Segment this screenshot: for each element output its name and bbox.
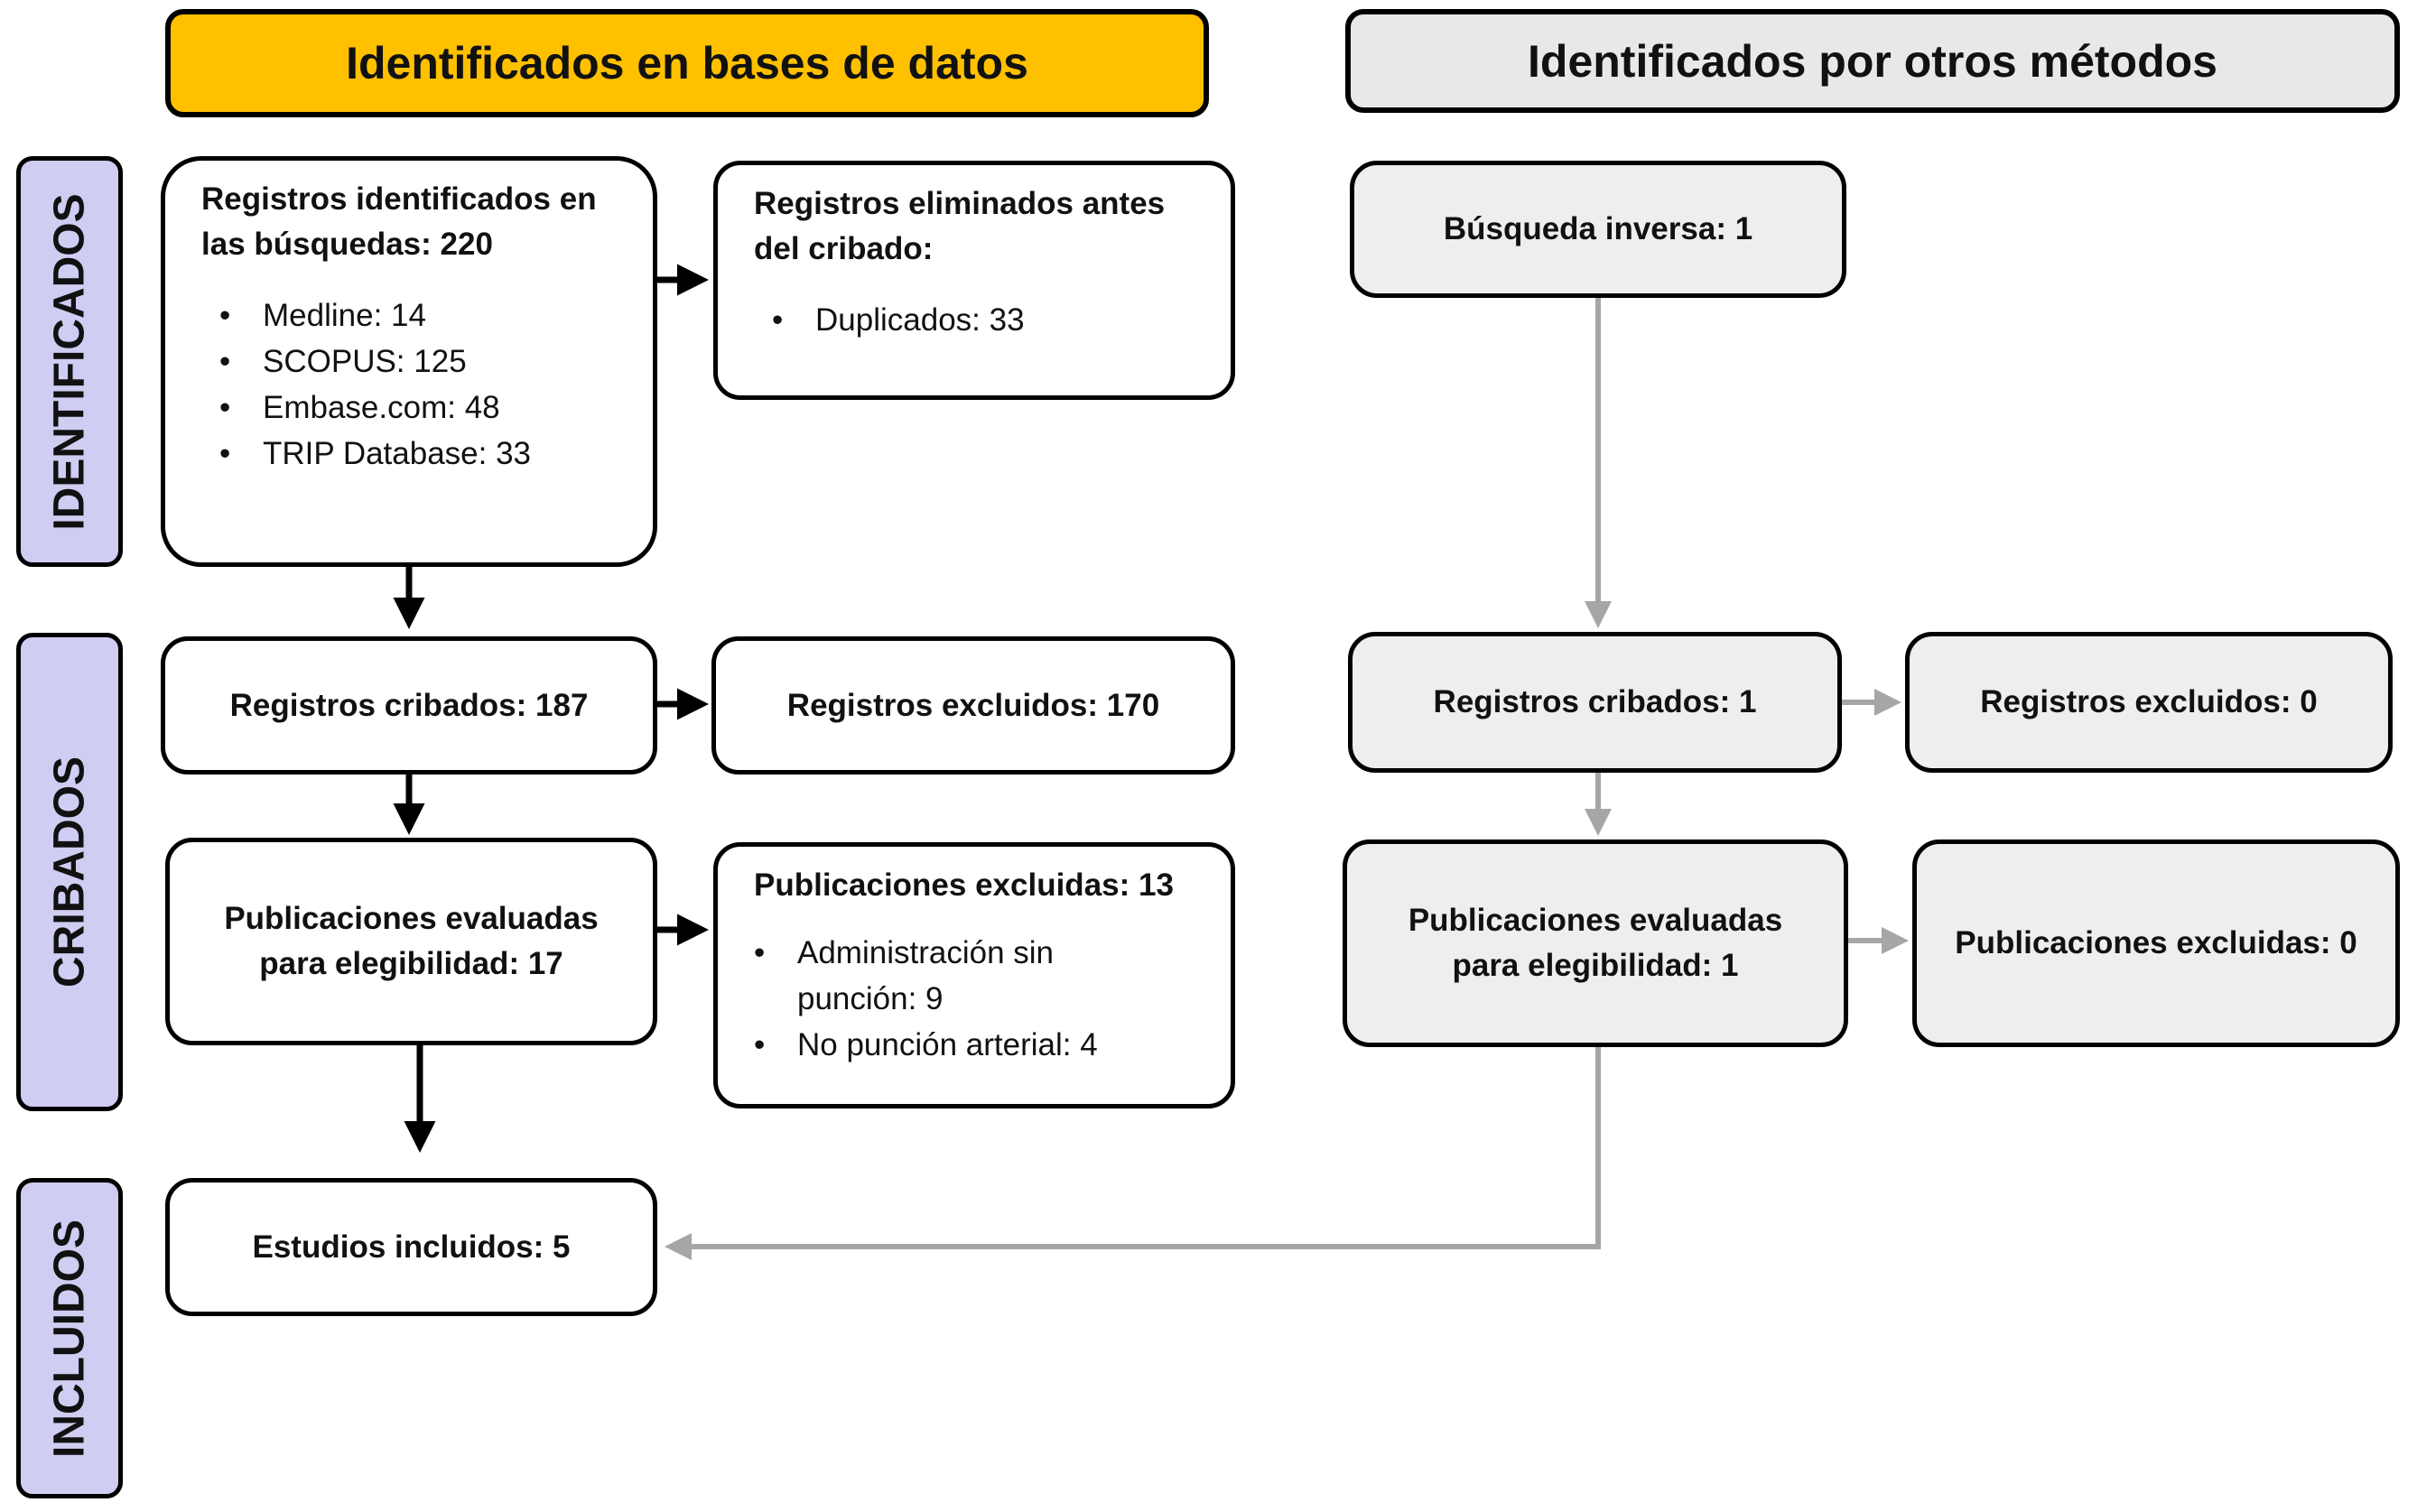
arrow-other-assessed-to-included — [665, 1047, 1601, 1260]
records-excluded-label: Registros excluidos: 170 — [786, 687, 1160, 723]
other-records-screened-label: Registros cribados: 1 — [1433, 684, 1757, 719]
studies-included-label: Estudios incluidos: 5 — [252, 1229, 571, 1265]
box-records-excluded: Registros excluidos: 170 — [711, 636, 1235, 775]
list-item: Medline: 14 — [219, 292, 617, 339]
header-databases: Identificados en bases de datos — [165, 9, 1209, 117]
box-other-publications-assessed: Publicaciones evaluadas para elegibilida… — [1343, 839, 1848, 1047]
box-other-records-screened: Registros cribados: 1 — [1348, 632, 1842, 773]
records-removed-title: Registros eliminados antes del cribado: — [754, 186, 1166, 266]
other-records-excluded-label: Registros excluidos: 0 — [1980, 684, 2318, 719]
list-item: Administración sin punción: 9 — [754, 930, 1151, 1022]
list-item: Embase.com: 48 — [219, 385, 617, 431]
removed-list: Duplicados: 33 — [772, 297, 1195, 343]
header-other-methods-label: Identificados por otros métodos — [1528, 35, 2217, 87]
exclusion-reasons-list: Administración sin punción: 9 No punción… — [754, 930, 1151, 1068]
other-publications-excluded-label: Publicaciones excluidas: 0 — [1955, 925, 2357, 960]
stage-identified: IDENTIFICADOS — [16, 156, 123, 567]
records-identified-title: Registros identificados en las búsquedas… — [201, 181, 597, 262]
box-publications-assessed: Publicaciones evaluadas para elegibilida… — [165, 838, 657, 1045]
box-records-identified: Registros identificados en las búsquedas… — [161, 156, 657, 567]
box-records-screened: Registros cribados: 187 — [161, 636, 657, 775]
box-studies-included: Estudios incluidos: 5 — [165, 1178, 657, 1316]
header-other-methods: Identificados por otros métodos — [1345, 9, 2400, 113]
list-item: SCOPUS: 125 — [219, 339, 617, 385]
records-screened-label: Registros cribados: 187 — [229, 687, 589, 723]
list-item: Duplicados: 33 — [772, 297, 1195, 343]
list-item: TRIP Database: 33 — [219, 431, 617, 477]
other-publications-assessed-label: Publicaciones evaluadas para elegibilida… — [1408, 903, 1783, 983]
box-publications-excluded: Publicaciones excluidas: 13 Administraci… — [713, 842, 1235, 1108]
box-reverse-search: Búsqueda inversa: 1 — [1350, 161, 1846, 298]
header-databases-label: Identificados en bases de datos — [346, 38, 1028, 88]
list-item: No punción arterial: 4 — [754, 1022, 1151, 1068]
publications-assessed-label: Publicaciones evaluadas para elegibilida… — [224, 901, 599, 981]
stage-screened: CRIBADOS — [16, 633, 123, 1111]
box-other-publications-excluded: Publicaciones excluidas: 0 — [1912, 839, 2400, 1047]
box-records-removed: Registros eliminados antes del cribado: … — [713, 161, 1235, 400]
reverse-search-label: Búsqueda inversa: 1 — [1443, 211, 1753, 246]
publications-excluded-title: Publicaciones excluidas: 13 — [754, 867, 1174, 903]
database-list: Medline: 14 SCOPUS: 125 Embase.com: 48 T… — [219, 292, 617, 477]
stage-included: INCLUIDOS — [16, 1178, 123, 1498]
box-other-records-excluded: Registros excluidos: 0 — [1905, 632, 2393, 773]
